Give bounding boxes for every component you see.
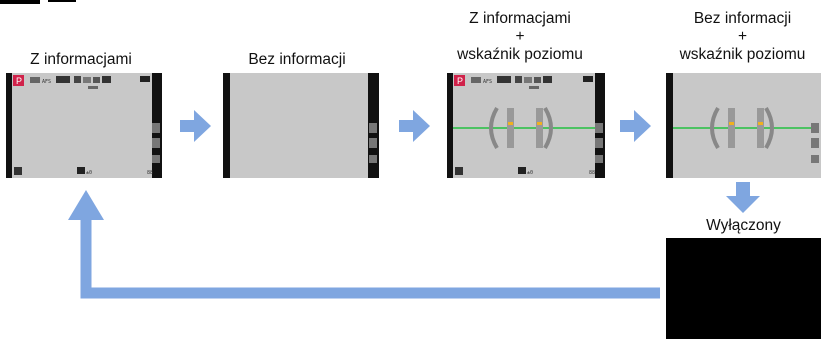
label-with-info-level: Z informacjami + wskaźnik poziomu (430, 10, 610, 64)
svg-text:88: 88 (147, 170, 153, 176)
label-off: Wyłączony (706, 217, 781, 234)
screen-off (666, 238, 821, 339)
label-no-info-level-line1: Bez informacji (693, 10, 792, 27)
screen-left-bar (447, 73, 453, 178)
screen-overlay-icons: P AFS ±0 88 (13, 75, 160, 176)
arrow-right-icon (399, 110, 430, 142)
svg-text:88: 88 (589, 170, 595, 176)
label-with-info-level-line1: Z informacjami (469, 10, 571, 27)
svg-text:±0: ±0 (527, 170, 533, 176)
label-no-info-level-plus: + (737, 28, 748, 45)
screen-left-bar (223, 73, 230, 178)
cropped-page-heading (0, 0, 821, 9)
level-gauge (673, 106, 819, 163)
svg-text:±0: ±0 (86, 170, 92, 176)
label-no-info-level: Bez informacji + wskaźnik poziomu (655, 10, 821, 64)
screen-side-icons (369, 123, 377, 163)
label-with-info: Z informacjami (30, 51, 132, 68)
label-no-info: Bez informacji (248, 51, 346, 68)
arrow-right-icon (620, 110, 651, 142)
label-with-info-level-line3: wskaźnik poziomu (457, 46, 583, 63)
screen-left-bar (6, 73, 12, 178)
arrow-right-icon (180, 110, 211, 142)
screen-no-info-level (666, 73, 821, 178)
screen-with-info-level: P AFS ±0 88 (447, 73, 605, 178)
return-arrow-icon (68, 190, 660, 299)
screen-left-bar (666, 73, 673, 178)
svg-text:AFS: AFS (483, 79, 492, 85)
level-gauge: P AFS ±0 88 (453, 75, 603, 176)
svg-text:P: P (457, 76, 463, 86)
screen-no-info (223, 73, 379, 178)
svg-text:AFS: AFS (42, 79, 51, 85)
mode-badge-p: P (16, 76, 22, 86)
label-no-info-level-line3: wskaźnik poziomu (679, 46, 806, 63)
screen-with-info: P AFS ±0 88 (6, 73, 162, 178)
label-with-info-level-plus: + (515, 28, 525, 45)
arrow-down-icon (726, 182, 760, 213)
